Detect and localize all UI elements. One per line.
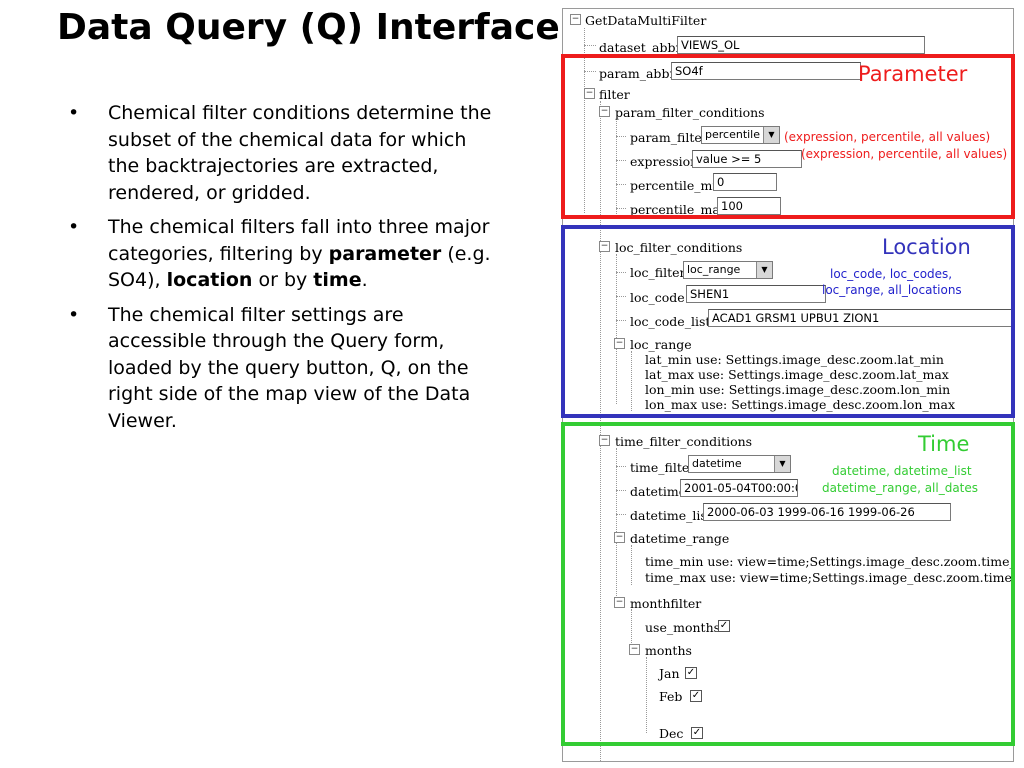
datetime-label: datetime [630,484,687,499]
param-abbr-input[interactable]: SO4f [671,62,861,80]
month-jan-checkbox[interactable]: ✓ [685,667,697,679]
datetime-list-label: datetime_list [630,508,712,523]
bullet-dot: • [68,303,80,326]
tree-root: GetDataMultiFilter [585,13,707,28]
param-filter-label: param_filter [630,130,708,145]
time-filter-label: time_filter [630,460,696,475]
dataset-abbr-label: dataset_abbr [599,40,682,55]
month-jan-label: Jan [659,666,680,681]
datetime-list-input[interactable]: 2000-06-03 1999-06-16 1999-06-26 [703,503,951,521]
triangle-down-icon: ▼ [756,262,772,278]
datetime-input[interactable]: 2001-05-04T00:00:00 [680,479,798,497]
bullet-text: The chemical filters fall into three maj… [108,216,491,291]
lat-min-node: lat_min use: Settings.image_desc.zoom.la… [645,352,944,367]
use-months-label: use_months [645,620,721,635]
collapse-icon[interactable]: − [614,338,625,349]
time-note: datetime_range, all_dates [822,481,979,495]
filter-node: filter [599,87,630,102]
monthfilter-node: monthfilter [630,596,702,611]
bullet-dot: • [68,216,80,238]
loc-code-list-label: loc_code_list [630,314,711,329]
month-feb-checkbox[interactable]: ✓ [690,690,702,702]
expression-label: expression [630,154,699,169]
loc-filter-label: loc_filter [630,265,686,280]
lon-max-node: lon_max use: Settings.image_desc.zoom.lo… [645,397,956,412]
percentile-max-label: percentile_max [630,202,727,217]
time-min-node: time_min use: view=time;Settings.image_d… [645,554,1014,569]
location-note: loc_code, loc_codes, [830,267,953,281]
loc-filter-select[interactable]: loc_range▼ [683,261,773,279]
parameter-note: (expression, percentile, all values) [784,130,991,144]
bullet-list: • Chemical filter conditions determine t… [68,100,500,442]
parameter-group-title: Parameter [858,62,968,86]
use-months-checkbox[interactable]: ✓ [718,620,730,632]
query-form-tree[interactable]: − GetDataMultiFilter dataset_abbr VIEWS_… [562,8,1014,762]
collapse-icon[interactable]: − [599,106,610,117]
param-filter-select[interactable]: percentile▼ [701,126,780,144]
bullet-item: • Chemical filter conditions determine t… [68,100,500,206]
location-group-box [561,225,1015,418]
time-group-title: Time [918,432,970,456]
lon-min-node: lon_min use: Settings.image_desc.zoom.lo… [645,382,951,397]
triangle-down-icon: ▼ [763,127,779,143]
percentile-max-input[interactable]: 100 [717,197,781,215]
collapse-icon[interactable]: − [599,241,610,252]
collapse-icon[interactable]: − [614,532,625,543]
month-feb-label: Feb [659,689,683,704]
months-node: months [645,643,692,658]
loc-code-label: loc_code [630,290,685,305]
bullet-dot: • [68,102,80,124]
collapse-icon[interactable]: − [599,435,610,446]
loc-filter-conditions-node: loc_filter_conditions [615,240,743,255]
datetime-range-node: datetime_range [630,531,730,546]
bullet-text: Chemical filter conditions determine the… [108,102,492,204]
collapse-icon[interactable]: − [570,14,581,25]
time-filter-select[interactable]: datetime▼ [688,455,791,473]
param-abbr-label: param_abbr [599,66,676,81]
month-dec-label: Dec [659,726,684,741]
percentile-min-label: percentile_min [630,178,725,193]
location-note: loc_range, all_locations [822,283,962,297]
loc-code-input[interactable]: SHEN1 [686,285,826,303]
time-note: datetime, datetime_list [832,464,972,478]
bullet-item: • The chemical filter settings are acces… [68,302,500,435]
lat-max-node: lat_max use: Settings.image_desc.zoom.la… [645,367,949,382]
location-group-title: Location [882,235,971,259]
triangle-down-icon: ▼ [774,456,790,472]
loc-range-node: loc_range [630,337,692,352]
collapse-icon[interactable]: − [584,88,595,99]
time-group-box [561,422,1015,746]
bullet-text: The chemical filter settings are accessi… [108,303,471,432]
collapse-icon[interactable]: − [614,597,625,608]
param-filter-conditions-node: param_filter_conditions [615,105,765,120]
expression-input[interactable]: value >= 5 [692,150,802,168]
time-max-node: time_max use: view=time;Settings.image_d… [645,570,1014,585]
loc-code-list-input[interactable]: ACAD1 GRSM1 UPBU1 ZION1 [708,309,1012,327]
month-dec-checkbox[interactable]: ✓ [691,727,703,739]
parameter-group-box [561,54,1015,219]
percentile-min-input[interactable]: 0 [713,173,777,191]
dataset-abbr-input[interactable]: VIEWS_OL [677,36,925,54]
time-filter-conditions-node: time_filter_conditions [615,434,753,449]
collapse-icon[interactable]: − [629,644,640,655]
bullet-item: • The chemical filters fall into three m… [68,214,500,294]
parameter-note: (expression, percentile, all values) [801,147,1008,161]
slide-title: Data Query (Q) Interface [57,7,560,48]
